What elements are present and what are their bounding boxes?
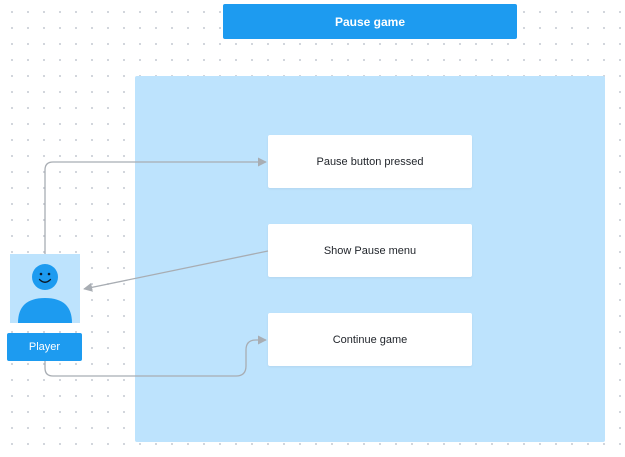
step-label: Pause button pressed <box>316 155 424 168</box>
step-pause-button-pressed[interactable]: Pause button pressed <box>268 135 472 188</box>
step-continue-game[interactable]: Continue game <box>268 313 472 366</box>
diagram-title: Pause game <box>223 4 517 39</box>
step-show-pause-menu[interactable]: Show Pause menu <box>268 224 472 277</box>
actor-label: Player <box>28 341 61 353</box>
step-label: Show Pause menu <box>323 244 417 257</box>
player-label: Player <box>7 333 82 361</box>
player-avatar[interactable] <box>10 254 80 323</box>
step-label: Continue game <box>332 333 408 346</box>
person-icon <box>18 264 72 323</box>
